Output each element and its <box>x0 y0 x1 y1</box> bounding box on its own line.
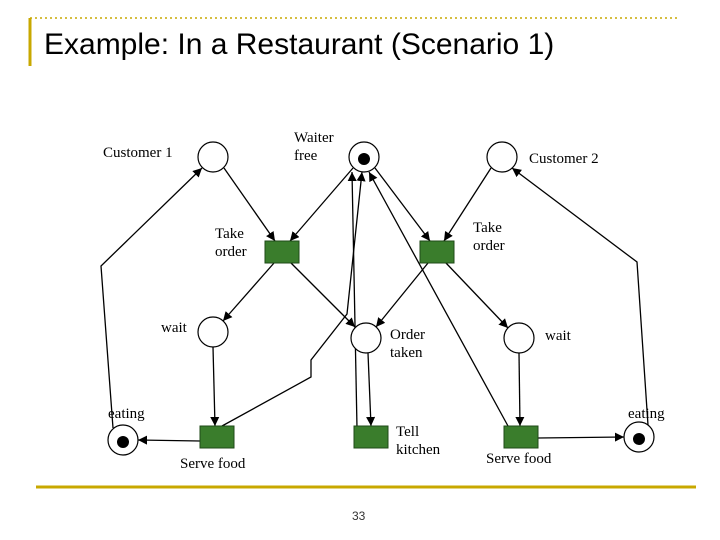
arc-serve-food2-to-waiter <box>368 171 509 427</box>
arc-customer1-to-take-order1 <box>223 167 276 242</box>
arc-order-taken-to-tell-kitchen <box>366 352 376 427</box>
arc-take-order1-to-wait1 <box>222 262 275 322</box>
arc-take-order2-to-wait2 <box>445 262 509 329</box>
arc-wait1-to-serve-food1 <box>210 346 220 427</box>
token-eating2 <box>633 433 645 445</box>
place-wait2 <box>503 322 535 354</box>
transition-take-order1 <box>264 240 300 264</box>
arc-customer2-to-take-order2 <box>443 167 492 242</box>
arc-serve-food1-to-waiter <box>221 171 366 427</box>
transition-serve-food2 <box>503 425 539 449</box>
arc-take-order2-to-order-taken <box>375 262 429 328</box>
place-order-taken <box>350 322 382 354</box>
arc-take-order1-to-order-taken <box>290 262 356 328</box>
place-label-eating1: eating <box>108 406 145 422</box>
transition-take-order2 <box>419 240 455 264</box>
place-customer1 <box>197 141 229 173</box>
place-label-customer1: Customer 1 <box>103 145 173 161</box>
transition-label-serve-food2: Serve food <box>486 451 552 467</box>
transition-tell-kitchen <box>353 425 389 449</box>
slide-title: Example: In a Restaurant (Scenario 1) <box>44 28 555 61</box>
arc-wait2-to-serve-food2 <box>515 352 525 427</box>
arc-serve-food1-to-eating1 <box>137 435 201 445</box>
token-waiter-free <box>358 153 370 165</box>
page-number: 33 <box>352 509 366 523</box>
transition-label-serve-food1: Serve food <box>180 456 246 472</box>
place-label-customer2: Customer 2 <box>529 151 599 167</box>
arc-eating2-to-customer2 <box>511 167 649 426</box>
place-customer2 <box>486 141 518 173</box>
nodes-layer <box>107 141 655 456</box>
place-wait1 <box>197 316 229 348</box>
place-label-wait1: wait <box>161 320 188 336</box>
token-eating1 <box>117 436 129 448</box>
arc-waiter-to-take-order1 <box>289 167 354 242</box>
arc-eating1-to-customer1 <box>100 167 203 429</box>
arc-tell-kitchen-to-waiter <box>347 171 358 429</box>
arc-waiter-to-take-order2 <box>374 167 431 242</box>
arcs-layer <box>100 167 649 445</box>
transition-serve-food1 <box>199 425 235 449</box>
place-label-wait2: wait <box>545 328 572 344</box>
arc-serve-food2-to-eating2 <box>537 432 625 442</box>
place-label-eating2: eating <box>628 406 665 422</box>
